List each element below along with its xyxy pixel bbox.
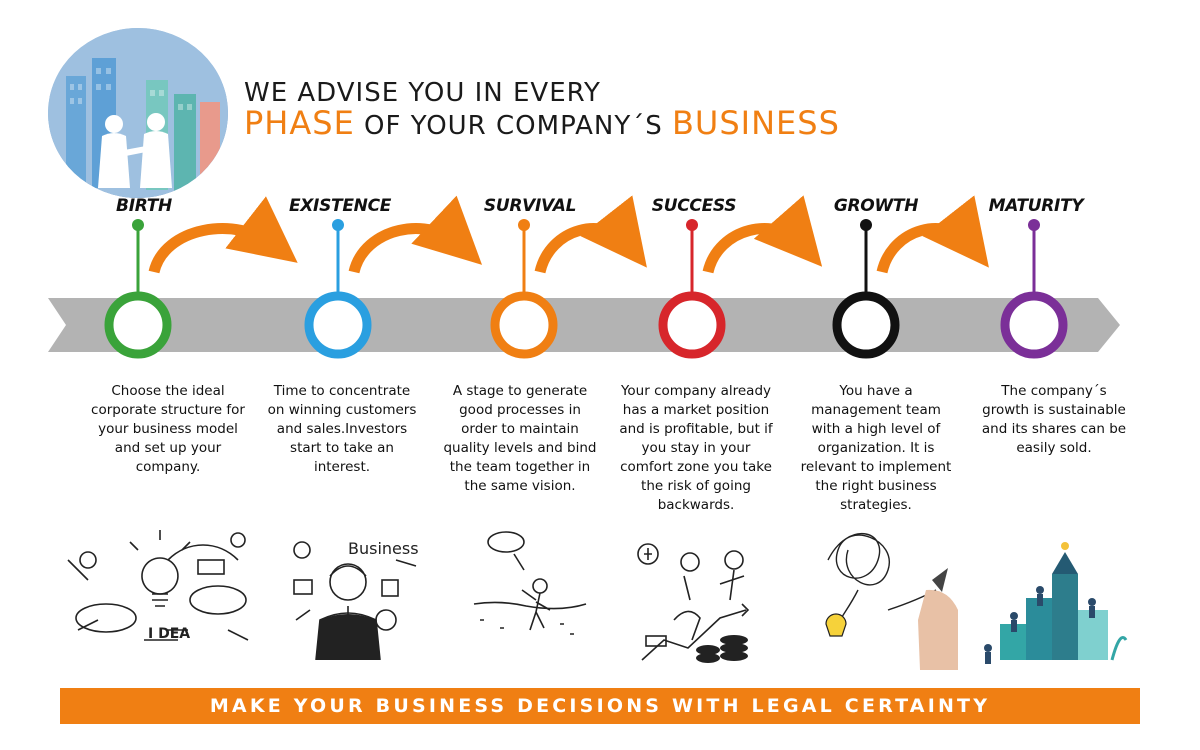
marker-dot-existence (332, 219, 344, 231)
phase-desc-success: Your company already has a market positi… (619, 383, 773, 513)
marker-dot-success (686, 219, 698, 231)
marker-dot-growth (860, 219, 872, 231)
phase-ring-existence (304, 291, 372, 359)
header-title-line1: WE ADVISE YOU IN EVERY (244, 78, 601, 108)
phase-desc-existence: Time to concentrate on winning customers… (267, 383, 417, 475)
idea-sketch-icon: I DEA (67, 530, 249, 642)
phase-ring-success (658, 291, 726, 359)
business-handshake-photo (48, 28, 228, 198)
phase-label-birth: BIRTH (116, 196, 172, 216)
sinking-man-sketch-icon (473, 531, 587, 635)
phase-label-existence: EXISTENCE (288, 196, 392, 216)
phase-label-growth: GROWTH (833, 196, 919, 216)
arrow-birth-to-existence (148, 196, 298, 274)
phase-desc-birth: Choose the ideal corporate structure for… (91, 383, 245, 475)
marker-dot-survival (518, 219, 530, 231)
phase-desc-survival: A stage to generate good processes in or… (443, 383, 597, 494)
header-accent-business: BUSINESS (671, 104, 840, 142)
phase-desc-growth: You have a management team with a high l… (800, 383, 952, 513)
marker-dot-maturity (1028, 219, 1040, 231)
businessman-sketch-icon: Business (293, 539, 419, 660)
timeline-band (48, 298, 1120, 352)
phase-ring-maturity (1000, 291, 1068, 359)
footer-banner: MAKE YOUR BUSINESS DECISIONS WITH LEGAL … (60, 688, 1140, 724)
phase-label-survival: SURVIVAL (483, 196, 577, 216)
phase-label-maturity: MATURITY (988, 196, 1084, 216)
header-title-line2: PHASE OF YOUR COMPANY´S BUSINESS (244, 104, 840, 142)
svg-text:I DEA: I DEA (148, 626, 190, 642)
arrow-existence-to-survival (348, 195, 483, 274)
arrow-survival-to-success (534, 195, 647, 274)
city-handshake-icon (48, 28, 228, 198)
header-accent-phase: PHASE (244, 104, 355, 142)
tangled-lightbulb-icon (825, 532, 958, 670)
growth-stairs-icon (984, 542, 1128, 664)
phase-ring-survival (490, 291, 558, 359)
marker-dot-birth (132, 219, 144, 231)
phase-ring-growth (832, 291, 900, 359)
phase-label-success: SUCCESS (651, 196, 737, 216)
footer-text: MAKE YOUR BUSINESS DECISIONS WITH LEGAL … (209, 695, 991, 717)
phase-desc-maturity: The company´s growth is sustainable and … (981, 383, 1127, 456)
arrow-growth-to-maturity (876, 195, 989, 274)
phase-ring-birth (104, 291, 172, 359)
success-money-sketch-icon (637, 543, 750, 663)
arrow-success-to-growth (702, 195, 823, 274)
svg-text:Business: Business (348, 539, 419, 558)
header-title-mid: OF YOUR COMPANY´S (354, 111, 672, 141)
